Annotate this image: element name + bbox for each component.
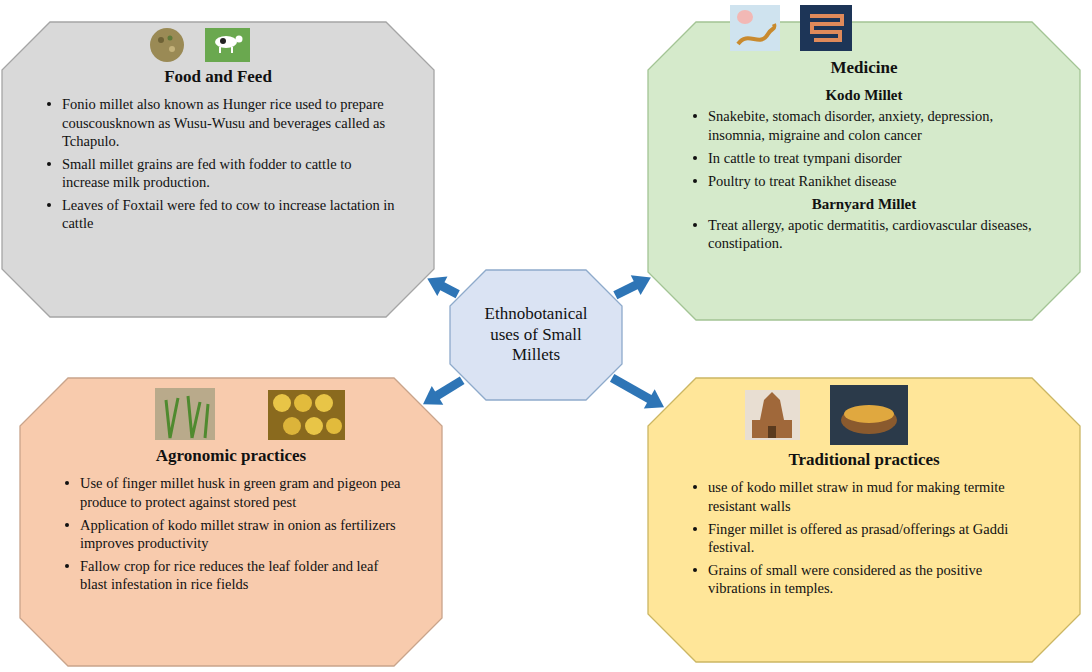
- cow-head: [236, 36, 243, 43]
- onion: [326, 418, 342, 434]
- bullet-text: Fonio millet also known as Hunger rice u…: [40, 95, 396, 149]
- text-area: Food and FeedFonio millet also known as …: [2, 22, 434, 282]
- octagon-outline: [450, 270, 622, 400]
- bullet-text: Treat allergy, apotic dermatitis, cardio…: [686, 216, 1042, 252]
- arrow-shaft: [615, 285, 636, 296]
- heading: Medicine: [686, 58, 1042, 78]
- subheading: Kodo Millet: [686, 86, 1042, 104]
- octagon-outline: [2, 22, 434, 317]
- onion: [315, 394, 333, 412]
- grain-dot: [169, 46, 175, 52]
- connector-arrow: [427, 277, 457, 297]
- grain-pile: [150, 28, 184, 62]
- bullet-text: Small millet grains are fed with fodder …: [40, 155, 396, 191]
- arrow-head: [427, 277, 447, 297]
- grain-dot: [158, 37, 164, 43]
- onion: [273, 394, 291, 412]
- text-area: Traditional practices use of kodo millet …: [648, 378, 1080, 647]
- heading: Agronomic practices: [58, 446, 404, 466]
- text-area: MedicineKodo MilletSnakebite, stomach di…: [648, 22, 1080, 302]
- cow-leg: [219, 47, 221, 53]
- heading: Traditional practices: [686, 450, 1042, 470]
- temple-door: [768, 426, 776, 438]
- cow-body: [215, 36, 237, 48]
- seedlings: [166, 396, 208, 438]
- bullet-text: Leaves of Foxtail were fed to cow to inc…: [40, 196, 396, 232]
- grain-heap: [844, 405, 894, 423]
- arrow-head: [644, 389, 664, 408]
- onion: [283, 417, 301, 435]
- bullet-text: Snakebite, stomach disorder, anxiety, de…: [686, 107, 1042, 143]
- grain-photo: [150, 28, 184, 62]
- central-octagon: Ethnobotanical uses of Small Millets: [450, 270, 622, 400]
- cow-leg: [231, 47, 233, 53]
- arrow-shaft: [437, 380, 462, 396]
- category-octagon: Traditional practices use of kodo millet …: [648, 378, 1080, 662]
- seedling-photo: [155, 388, 215, 440]
- category-octagon: MedicineKodo MilletSnakebite, stomach di…: [648, 22, 1080, 320]
- bullet-text: use of kodo millet straw in mud for maki…: [686, 478, 1042, 514]
- arrow-shaft: [441, 286, 457, 294]
- bullet-text: Poultry to treat Ranikhet disease: [686, 172, 1042, 190]
- octagon-shape: [648, 378, 1080, 662]
- onion: [305, 417, 323, 435]
- heading: Food and Feed: [40, 67, 396, 87]
- connector-arrow: [615, 275, 651, 295]
- bowl: [841, 406, 897, 434]
- picture-ground: [800, 5, 852, 51]
- subheading: Barnyard Millet: [686, 195, 1042, 213]
- picture-ground: [155, 388, 215, 440]
- picture-ground: [268, 390, 345, 440]
- grass-field: [205, 28, 250, 62]
- arrow-head: [423, 386, 443, 405]
- temple-tower: [752, 392, 792, 438]
- bullet-text: Application of kodo millet straw in onio…: [58, 516, 404, 552]
- intestine: [810, 16, 842, 40]
- octagon-outline: [20, 378, 442, 666]
- picture-ground: [830, 385, 908, 445]
- category-octagon: Food and FeedFonio millet also known as …: [2, 22, 434, 317]
- cow-spot: [220, 38, 226, 44]
- bullet-text: Fallow crop for rice reduces the leaf fo…: [58, 557, 404, 593]
- skin-patch: [737, 10, 753, 24]
- connector-arrow: [612, 378, 664, 409]
- text-area: Ethnobotanical uses of Small Millets: [450, 296, 622, 373]
- arrow-shaft: [612, 378, 650, 399]
- category-octagon: Agronomic practicesUse of finger millet …: [20, 378, 442, 666]
- snake: [738, 24, 775, 44]
- center-title: Ethnobotanical uses of Small Millets: [472, 304, 600, 365]
- picture-ground: [745, 390, 800, 440]
- intestine-picture: [800, 5, 852, 51]
- onion: [294, 394, 312, 412]
- grain-dot: [168, 36, 173, 41]
- cow-photo: [205, 28, 250, 62]
- picture-ground: [730, 5, 780, 51]
- octagon-outline: [648, 378, 1080, 662]
- onion-photo: [268, 390, 345, 440]
- bullet-text: Use of finger millet husk in green gram …: [58, 474, 404, 510]
- bullet-text: Finger millet is offered as prasad/offer…: [686, 520, 1042, 556]
- connector-arrow: [423, 380, 462, 404]
- snakebite-picture: [730, 5, 780, 51]
- arrow-head: [631, 275, 651, 295]
- temple-photo: [745, 390, 800, 440]
- octagon-outline: [648, 22, 1080, 320]
- bullet-text: In cattle to treat tympani disorder: [686, 149, 1042, 167]
- bullet-text: Grains of small were considered as the p…: [686, 561, 1042, 597]
- text-area: Agronomic practicesUse of finger millet …: [20, 378, 442, 643]
- grain-bowl-photo: [830, 385, 908, 445]
